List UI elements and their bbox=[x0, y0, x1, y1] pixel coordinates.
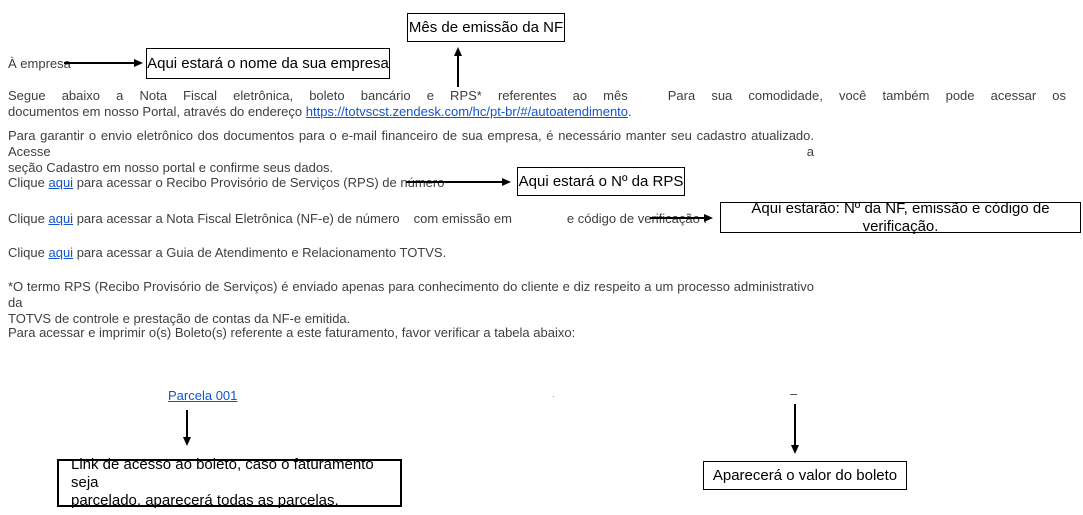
guia-click-pre: Clique bbox=[8, 245, 45, 260]
rps-note: *O termo RPS (Recibo Provisório de Servi… bbox=[8, 279, 814, 327]
paragraph-intro-line1: Segue abaixo a Nota Fiscal eletrônica, b… bbox=[8, 88, 1066, 104]
intro-text-portal: documentos em nosso Portal, através do e… bbox=[8, 104, 303, 119]
rps-aqui-link[interactable]: aqui bbox=[48, 175, 74, 190]
rps-number-callout-label: Aqui estará o Nº da RPS bbox=[518, 172, 684, 190]
parcela-001-link[interactable]: Parcela 001 bbox=[168, 388, 238, 403]
intro-text-before-month: Segue abaixo a Nota Fiscal eletrônica, b… bbox=[8, 88, 628, 103]
arrow-right-head bbox=[502, 178, 511, 186]
boleto-value-callout-label: Aparecerá o valor do boleto bbox=[712, 466, 898, 484]
rps-number-callout-box: Aqui estará o Nº da RPS bbox=[517, 167, 685, 196]
intro-text-comodidade: Para sua comodidade, você também pode ac… bbox=[667, 88, 1066, 103]
nf-month-callout-label: Mês de emissão da NF bbox=[408, 18, 564, 36]
nf-details-callout-box: Aqui estarão: Nº da NF, emissão e código… bbox=[720, 199, 1081, 235]
intro-period: . bbox=[628, 104, 632, 119]
rps-note-line1: *O termo RPS (Recibo Provisório de Servi… bbox=[8, 279, 814, 310]
nfe-aqui-link[interactable]: aqui bbox=[48, 211, 74, 226]
nfe-click-rest: para acessar a Nota Fiscal Eletrônica (N… bbox=[76, 211, 400, 226]
arrow-right-line bbox=[406, 181, 502, 183]
nfe-click-line: Clique aqui para acessar a Nota Fiscal E… bbox=[8, 211, 707, 227]
guia-click-rest: para acessar a Guia de Atendimento e Rel… bbox=[76, 245, 447, 260]
arrow-up-line bbox=[457, 55, 459, 87]
guia-aqui-link[interactable]: aqui bbox=[48, 245, 74, 260]
rps-click-rest: para acessar o Recibo Provisório de Serv… bbox=[76, 175, 445, 190]
arrow-down-line bbox=[186, 410, 188, 437]
boleto-link-callout-box: Link de acesso ao boleto, caso o faturam… bbox=[57, 456, 402, 510]
boleto-instruction: Para acessar e imprimir o(s) Boleto(s) r… bbox=[8, 325, 576, 340]
nfe-click-mid: com emissão em bbox=[413, 211, 512, 226]
guia-click-line: Clique aqui para acessar a Guia de Atend… bbox=[8, 245, 446, 261]
nf-month-callout-box: Mês de emissão da NF bbox=[407, 13, 565, 42]
rps-note-line2: TOTVS de controle e prestação de contas … bbox=[8, 311, 351, 326]
nfe-click-pre: Clique bbox=[8, 211, 45, 226]
boleto-value-placeholder-dash: – bbox=[790, 386, 798, 401]
portal-link[interactable]: https://totvscst.zendesk.com/hc/pt-br/#/… bbox=[305, 104, 629, 119]
arrow-down-line bbox=[794, 404, 796, 445]
arrow-up-head bbox=[454, 47, 462, 56]
arrow-down-head bbox=[791, 445, 799, 454]
paragraph-cadastro-line1: Para garantir o envio eletrônico dos doc… bbox=[8, 128, 814, 159]
nf-details-callout-label: Aqui estarão: Nº da NF, emissão e código… bbox=[751, 199, 1050, 235]
nfe-click-tail: e código de verificação : bbox=[566, 211, 708, 226]
company-callout-label: Aqui estará o nome da sua empresa bbox=[147, 54, 389, 72]
paragraph-intro-line2: documentos em nosso Portal, através do e… bbox=[8, 104, 1066, 120]
company-label: À empresa bbox=[8, 56, 71, 71]
arrow-right-head bbox=[134, 59, 143, 67]
rps-click-pre: Clique bbox=[8, 175, 45, 190]
boleto-link-callout-line2: parcelado, aparecerá todas as parcelas. bbox=[71, 492, 339, 509]
rps-click-line: Clique aqui para acessar o Recibo Provis… bbox=[8, 175, 444, 191]
boleto-link-callout-line1: Link de acesso ao boleto, caso o faturam… bbox=[71, 456, 374, 491]
arrow-down-head bbox=[183, 437, 191, 446]
company-callout-box: Aqui estará o nome da sua empresa bbox=[146, 48, 390, 79]
arrow-right-head bbox=[704, 214, 713, 222]
arrow-right-line bbox=[650, 217, 704, 219]
paragraph-cadastro: Para garantir o envio eletrônico dos doc… bbox=[8, 128, 814, 176]
paragraph-intro: Segue abaixo a Nota Fiscal eletrônica, b… bbox=[8, 88, 1066, 120]
boleto-value-callout-box: Aparecerá o valor do boleto bbox=[703, 461, 907, 490]
arrow-right-line bbox=[64, 62, 134, 64]
boleto-link-callout-text: Link de acesso ao boleto, caso o faturam… bbox=[71, 456, 392, 510]
table-placeholder-dot: . bbox=[552, 389, 555, 400]
paragraph-cadastro-line2: seção Cadastro em nosso portal e confirm… bbox=[8, 160, 334, 175]
